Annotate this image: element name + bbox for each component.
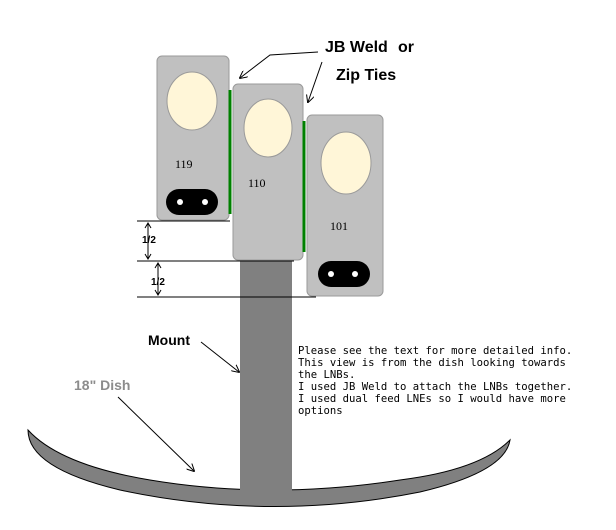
dish — [27, 428, 511, 507]
lnb-lens — [320, 131, 372, 195]
dish-arrow — [117, 396, 194, 471]
note-text: Please see the text for more detailed in… — [298, 345, 616, 417]
lnb-lens — [243, 98, 293, 158]
dish-label: 18" Dish — [74, 377, 130, 393]
lnb-110: 110 — [232, 83, 304, 261]
lnb-119: 119 — [156, 55, 230, 221]
note-line: This view is from the dish looking towar… — [298, 357, 566, 369]
note-line: Please see the text for more detailed in… — [298, 345, 573, 357]
note-line: I used JB Weld to attach the LNBs togeth… — [298, 381, 573, 393]
jb-weld-label: JB Weld — [325, 39, 388, 56]
lnb-label-110: 110 — [248, 176, 266, 190]
lnb-label-101: 101 — [330, 219, 348, 233]
zip-ties-label: Zip Ties — [336, 67, 396, 84]
mount-label: Mount — [148, 332, 190, 348]
note-line: options — [298, 405, 343, 417]
lnb-lens — [166, 71, 218, 131]
lnb-101: 101 — [306, 114, 384, 297]
mount-pole — [240, 240, 292, 492]
half-lower-label: 1/2 — [151, 277, 165, 288]
lnb-connector — [318, 261, 370, 287]
half-upper-label: 1/2 — [142, 235, 156, 246]
zip-ties-arrow — [308, 61, 323, 102]
lnb-connector — [166, 189, 218, 215]
mount-arrow — [200, 341, 239, 372]
jb-weld-arrow — [240, 51, 319, 78]
or-label: or — [398, 39, 414, 56]
note-line: the LNBs. — [298, 369, 356, 381]
lnb-label-119: 119 — [175, 157, 193, 171]
note-line: I used dual feed LNEs so I would have mo… — [298, 393, 566, 405]
